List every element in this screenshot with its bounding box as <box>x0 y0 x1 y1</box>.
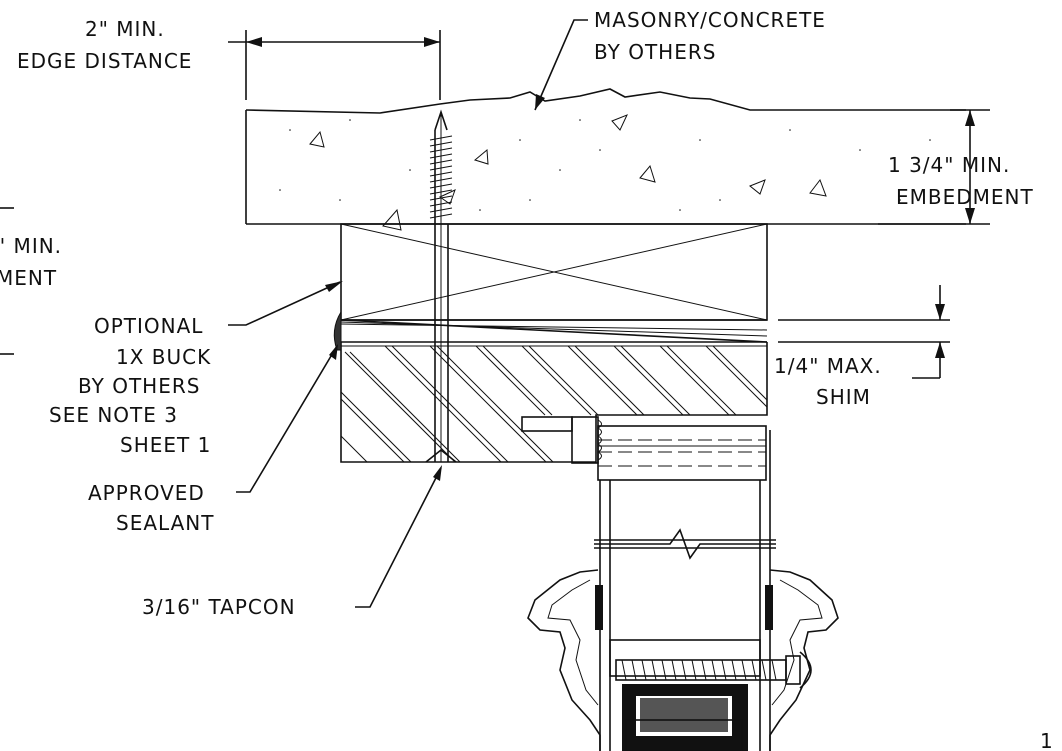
masonry-label-line1: MASONRY/CONCRETE <box>594 8 826 32</box>
masonry-label-line2: BY OTHERS <box>594 40 716 64</box>
buck-label-line2: 1X BUCK <box>116 345 211 369</box>
sealant-label-line2: SEALANT <box>116 511 214 535</box>
edge-distance-label-line2: EDGE DISTANCE <box>17 49 192 73</box>
edge-distance-label-line1: 2" MIN. <box>85 17 165 41</box>
sealant-label-line1: APPROVED <box>88 481 205 505</box>
buck-label-line5: SHEET 1 <box>120 433 211 457</box>
wood-frame <box>340 342 768 463</box>
tapcon-label: 3/16" TAPCON <box>142 595 296 619</box>
shim-dimension <box>778 285 950 379</box>
leader-lines <box>228 19 588 608</box>
buck-label-line1: OPTIONAL <box>94 314 203 338</box>
left-embedment-dimension-fragment <box>0 207 14 355</box>
corner-text: 1 <box>1040 729 1054 751</box>
shim-label-line2: SHIM <box>816 385 871 409</box>
annotation-labels: 2" MIN. EDGE DISTANCE MASONRY/CONCRETE B… <box>0 8 1054 751</box>
embedment-right-label-line1: 1 3/4" MIN. <box>888 153 1010 177</box>
embedment-dimension <box>878 109 990 225</box>
shim <box>340 319 768 347</box>
optional-buck <box>340 223 768 321</box>
sealant-bead <box>333 310 342 351</box>
shim-label-line1: 1/4" MAX. <box>774 354 882 378</box>
window-frame <box>521 416 839 751</box>
buck-label-line4: SEE NOTE 3 <box>49 403 178 427</box>
embedment-left-label-line2: MENT <box>0 266 57 290</box>
concrete-substrate <box>245 88 966 231</box>
edge-distance-dimension <box>228 30 441 100</box>
tapcon-screw <box>425 109 457 463</box>
embedment-right-label-line2: EMBEDMENT <box>896 185 1034 209</box>
buck-label-line3: BY OTHERS <box>78 374 200 398</box>
embedment-left-label-line1: " MIN. <box>0 234 62 258</box>
